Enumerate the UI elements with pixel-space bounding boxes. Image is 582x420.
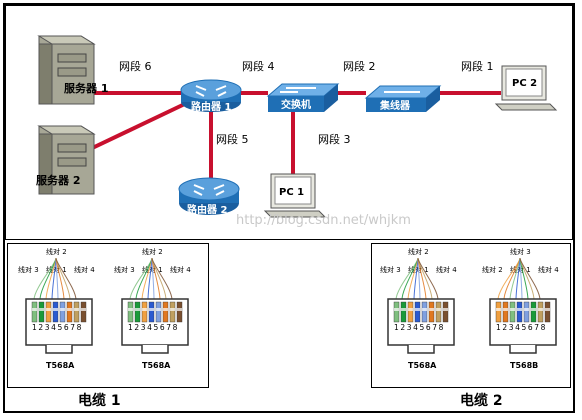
cable-2-right-pin-5 (523, 301, 530, 323)
cable-1-right-pin-8 (176, 301, 183, 323)
cable-1-left-pin-1 (31, 301, 38, 323)
topology-panel: 服务器 1 服务器 2 路由器 1 路由器 2 (5, 5, 573, 240)
router-2-icon: 路由器 2 (178, 177, 240, 216)
cable-2-left-pin-numbers: 12345678 (394, 323, 445, 332)
pc-1-label: PC 1 (279, 187, 304, 198)
router-2-label: 路由器 2 (187, 203, 227, 216)
server-1-label: 服务器 1 (64, 81, 108, 95)
cable-2-right-pin-3 (509, 301, 516, 323)
segment-5-label: 网段 5 (216, 132, 249, 146)
cable-2-right-right_pair-label: 线对 4 (538, 265, 559, 274)
cable-1-caption: 电缆 1 (78, 393, 121, 409)
pc-2-label: PC 2 (512, 78, 537, 89)
cable-1-right-pin-3 (141, 301, 148, 323)
cable-1-right-top_pair-label: 线对 2 (142, 247, 163, 256)
cable-1-right-right_pair-label: 线对 4 (170, 265, 191, 274)
cable-2-right-pin-7 (537, 301, 544, 323)
cable-2-left-left_pair-label: 线对 3 (380, 265, 401, 274)
cable-2-left-pin-4 (414, 301, 421, 323)
cable-2-left-top_pair-label: 线对 2 (408, 247, 429, 256)
cable-1-right-pin-1 (127, 301, 134, 323)
cable-1-right-standard-label: T568A (142, 361, 171, 370)
cable-1-right-pin-7 (169, 301, 176, 323)
cable-1-left-pin-3 (45, 301, 52, 323)
cable-1-left-pin-8 (80, 301, 87, 323)
cable-1-right-pin-6 (162, 301, 169, 323)
cable-1-right-pin-numbers: 12345678 (128, 323, 179, 332)
topology-diagram: 服务器 1 服务器 2 路由器 1 路由器 2 (36, 35, 558, 228)
watermark-text: http://blog.csdn.net/whjkm (236, 213, 411, 228)
switch-icon: 交换机 (266, 83, 340, 112)
cable-2-right-pin-8 (544, 301, 551, 323)
cable-1-left-left_pair-label: 线对 3 (18, 265, 39, 274)
server-1-icon: 服务器 1 (37, 35, 108, 105)
cable-2-right-pin-numbers: 12345678 (496, 323, 547, 332)
cable-1-left-pin-5 (59, 301, 66, 323)
link-lines (85, 91, 501, 181)
server-2-label: 服务器 2 (36, 173, 80, 187)
cable-1-left-pin-numbers: 12345678 (32, 323, 83, 332)
cable-2-right-pin-2 (502, 301, 509, 323)
cable-1-left-pin-7 (73, 301, 80, 323)
cable-2-right-pin-6 (530, 301, 537, 323)
hub-label: 集线器 (379, 99, 411, 112)
cable-1-right-pin-5 (155, 301, 162, 323)
cable-1-left-pin-2 (38, 301, 45, 323)
segment-4-label: 网段 4 (242, 59, 275, 73)
segment-1-label: 网段 1 (461, 59, 494, 73)
cable-2-right-top_pair-label: 线对 3 (510, 247, 531, 256)
segment-3-label: 网段 3 (318, 132, 351, 146)
cable-2-caption: 电缆 2 (460, 393, 503, 409)
cable-2-left-pin-5 (421, 301, 428, 323)
outer-frame (3, 3, 575, 413)
cable-1-right-left_pair-label: 线对 3 (114, 265, 135, 274)
cable-1-right-pin-2 (134, 301, 141, 323)
cable-1-right-pin-4 (148, 301, 155, 323)
router-1-label: 路由器 1 (191, 100, 231, 113)
segment-2-label: 网段 2 (343, 59, 376, 73)
cable-2-left-pin-7 (435, 301, 442, 323)
cable-2-left-pin-3 (407, 301, 414, 323)
cable-2-left-standard-label: T568A (408, 361, 437, 370)
switch-label: 交换机 (281, 98, 311, 111)
server-2-icon: 服务器 2 (36, 125, 96, 195)
link-server2-router1 (85, 99, 192, 153)
cable-2-left-pin-2 (400, 301, 407, 323)
cable-1-left-pin-6 (66, 301, 73, 323)
router-1-icon: 路由器 1 (180, 79, 242, 113)
hub-icon: 集线器 (364, 85, 442, 112)
cable-2-left-pin-6 (428, 301, 435, 323)
cable-2-left-pin-1 (393, 301, 400, 323)
cable-1-left-standard-label: T568A (46, 361, 75, 370)
cable-1-left-right_pair-label: 线对 4 (74, 265, 95, 274)
segment-6-label: 网段 6 (119, 59, 152, 73)
pc-1-icon: PC 1 (263, 173, 327, 218)
cable-2-right-pin-1 (495, 301, 502, 323)
pc-2-icon: PC 2 (494, 65, 558, 111)
cable-2-left-pin-8 (442, 301, 449, 323)
cable-2-left-right_pair-label: 线对 4 (436, 265, 457, 274)
cable-1-left-pin-4 (52, 301, 59, 323)
cable-2-right-pin-4 (516, 301, 523, 323)
cable-2-right-left_pair-label: 线对 2 (482, 265, 503, 274)
cable-1-left-top_pair-label: 线对 2 (46, 247, 67, 256)
cable-2-right-standard-label: T568B (510, 361, 538, 370)
